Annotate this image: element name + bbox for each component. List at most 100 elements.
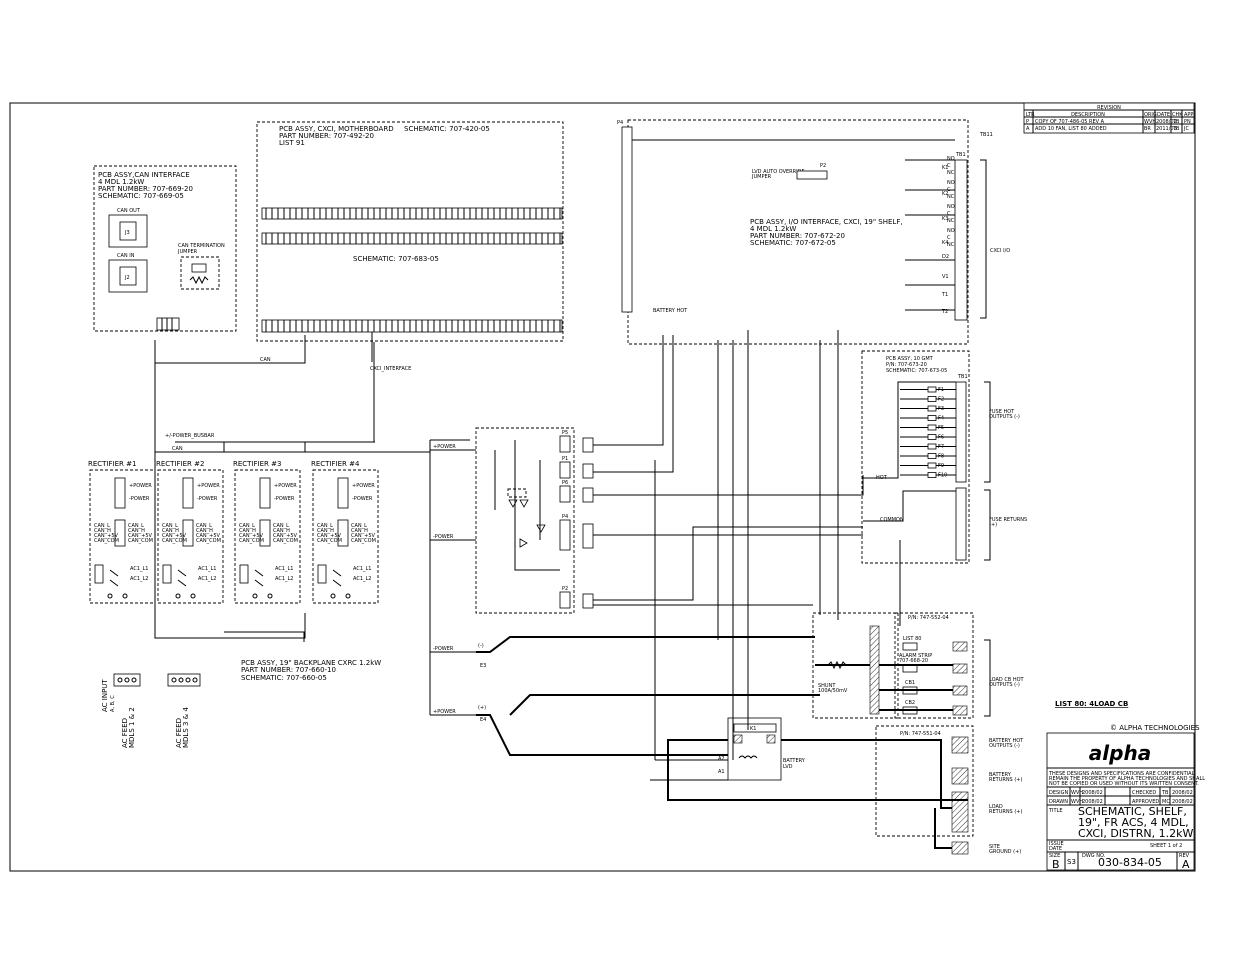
shunt-label: SHUNT bbox=[818, 683, 836, 689]
relay-pin: NC bbox=[947, 170, 955, 176]
ac-feeds: AC INPUT A, B, C AC FEED MDLS 1 & 2 AC F… bbox=[101, 673, 201, 748]
j2-label: J2 bbox=[124, 275, 130, 281]
j3-label: J3 bbox=[124, 230, 130, 236]
rect-pin-label: CAN_+5V bbox=[128, 533, 153, 539]
checked-date: 2008/02 bbox=[1172, 790, 1193, 796]
rect-pin-label: CAN_COM bbox=[162, 538, 187, 544]
fuse-label: F8 bbox=[938, 454, 944, 460]
rev-row-app: JC bbox=[1183, 126, 1189, 132]
p4-label: P4 bbox=[617, 120, 623, 126]
lvd-jumper bbox=[796, 170, 828, 180]
approved-date: 2008/02 bbox=[1172, 799, 1193, 805]
dwg-number: 030-834-05 bbox=[1098, 856, 1162, 869]
lvd-jumper-label: LVD AUTO OVERRIDE bbox=[752, 169, 805, 175]
battery-hot-label: BATTERY HOT bbox=[653, 308, 688, 314]
drawn-by: WVH bbox=[1071, 799, 1083, 805]
rect-ac-l1: AC1_L1 bbox=[275, 566, 293, 572]
ac-feed-12-label-2: MDLS 1 & 2 bbox=[128, 707, 136, 748]
p4c-label: P4 bbox=[562, 514, 568, 520]
relay-pin: C bbox=[947, 211, 951, 217]
checked-label: CHECKED bbox=[1132, 790, 1156, 796]
issue-date-label: DATE bbox=[1049, 846, 1062, 852]
fuse-returns-label-2: (+) bbox=[989, 522, 997, 528]
rect-pin-label: CAN_COM bbox=[351, 538, 376, 544]
rev-row-orig: BR bbox=[1144, 126, 1151, 132]
can-interface-board: PCB ASSY,CAN INTERFACE 4 MDL 1.2kW PART … bbox=[93, 165, 237, 332]
size-value: B bbox=[1052, 858, 1060, 871]
io-interface-board: P4 TB11 PCB ASSY, I/O INTERFACE, CXCI, 1… bbox=[617, 119, 1010, 345]
rev-row-app: PN bbox=[1184, 119, 1191, 125]
fuse-label: F9 bbox=[938, 463, 944, 469]
confidential-3: NOT BE COPIED OR USED WITHOUT ITS WRITTE… bbox=[1049, 781, 1199, 787]
title-line-1: SCHEMATIC, SHELF, bbox=[1078, 805, 1187, 818]
rect-pin-label: CAN_+5V bbox=[162, 533, 187, 539]
motherboard-board: PCB ASSY, CXCI, MOTHERBOARD PART NUMBER:… bbox=[256, 121, 564, 342]
rect-neg-power: -POWER bbox=[274, 496, 295, 502]
fuse-label: F3 bbox=[938, 406, 944, 412]
rev-row-ltr: A bbox=[1026, 126, 1030, 132]
sheet-label: SHEET 1 of 2 bbox=[1150, 843, 1182, 849]
relay-pin: C bbox=[947, 235, 951, 241]
rect-ac-l1: AC1_L1 bbox=[353, 566, 371, 572]
battery-hot-out-label-2: OUTPUTS (-) bbox=[989, 743, 1020, 749]
rev-row-desc: COPY OF 707-486-05 REV A bbox=[1035, 119, 1105, 125]
fuse-element bbox=[927, 424, 937, 431]
rect-pin-label: CAN_H bbox=[196, 528, 213, 534]
rect-ac-l2: AC1_L2 bbox=[353, 576, 371, 582]
rect-pin-label: CAN_L bbox=[94, 523, 110, 529]
pn-551-label: P/N: 747-551-04 bbox=[900, 731, 941, 737]
can-bus-label-2: CAN bbox=[172, 446, 183, 452]
list-note: LIST 80: 4LOAD CB bbox=[1055, 700, 1128, 708]
relay-label: D2 bbox=[942, 254, 949, 260]
rect-pin-label: CAN_+5V bbox=[273, 533, 298, 539]
gmt-part: P/N: 707-673-20 bbox=[886, 362, 927, 368]
cxci-interface-label: CXCI_INTERFACE bbox=[370, 366, 411, 372]
relay-pin: NC bbox=[947, 194, 955, 200]
rect-pin-label: CAN_COM bbox=[273, 538, 298, 544]
pn-552-label: P/N: 747-552-04 bbox=[908, 615, 949, 621]
gmt-title: PCB ASSY, 10 GMT bbox=[886, 356, 934, 362]
site-ground-label: SITE bbox=[989, 844, 1000, 850]
neg-power-label: -POWER bbox=[433, 534, 454, 540]
alarm-strip-label-2: 707-668-20 bbox=[899, 658, 928, 664]
alpha-logo: alpha bbox=[1089, 741, 1151, 765]
cb1-label: CB1 bbox=[905, 680, 915, 686]
relay-label: K1 bbox=[942, 165, 948, 171]
rev-row-chk: TB bbox=[1172, 126, 1180, 132]
fuse-hot-label: FUSE HOT bbox=[989, 409, 1015, 415]
rect-pos-power: +POWER bbox=[129, 483, 152, 489]
common-label: COMMON bbox=[880, 517, 904, 523]
load-returns-label: LOAD bbox=[989, 804, 1003, 810]
rect-neg-power: -POWER bbox=[197, 496, 218, 502]
can-out-label: CAN OUT bbox=[117, 208, 141, 214]
p2-label: P2 bbox=[820, 163, 826, 169]
battery-lvd-label: BATTERY bbox=[783, 758, 806, 764]
rev-row-date: 2011/03 bbox=[1156, 126, 1177, 132]
drawing-border bbox=[9, 102, 1196, 872]
issue-label: ISSUE bbox=[1049, 841, 1064, 847]
a1-label: A1 bbox=[718, 769, 725, 775]
relay-pin: C bbox=[947, 163, 951, 169]
rect-pin-label: CAN_L bbox=[128, 523, 144, 529]
ac-feed-12-label: AC FEED bbox=[121, 718, 129, 748]
checked-by: TB bbox=[1161, 790, 1169, 796]
ac-input-label-2: A, B, C bbox=[110, 695, 116, 712]
fuse-element bbox=[927, 434, 937, 440]
can-iface-pins bbox=[156, 317, 180, 331]
ac-feed-34-label-2: MDLS 3 & 4 bbox=[182, 707, 190, 748]
mb-bottom-connector bbox=[261, 319, 563, 333]
rect-ac-l2: AC1_L2 bbox=[275, 576, 293, 582]
fuse-label: F5 bbox=[938, 425, 944, 431]
a2-label: A2 bbox=[718, 756, 725, 762]
io-title: PCB ASSY, I/O INTERFACE, CXCI, 19" SHELF… bbox=[750, 218, 903, 226]
rect-pin-label: CAN_H bbox=[162, 528, 179, 534]
design-by: WVH bbox=[1071, 790, 1083, 796]
rect-pos-power: +POWER bbox=[197, 483, 220, 489]
relay-label: V1 bbox=[942, 274, 949, 280]
can-iface-rating: 4 MDL 1.2kW bbox=[98, 178, 144, 186]
fuse-element bbox=[927, 386, 937, 393]
alarm-strip-label: ALARM STRIP bbox=[899, 653, 932, 659]
copyright: © ALPHA TECHNOLOGIES bbox=[1110, 724, 1200, 732]
